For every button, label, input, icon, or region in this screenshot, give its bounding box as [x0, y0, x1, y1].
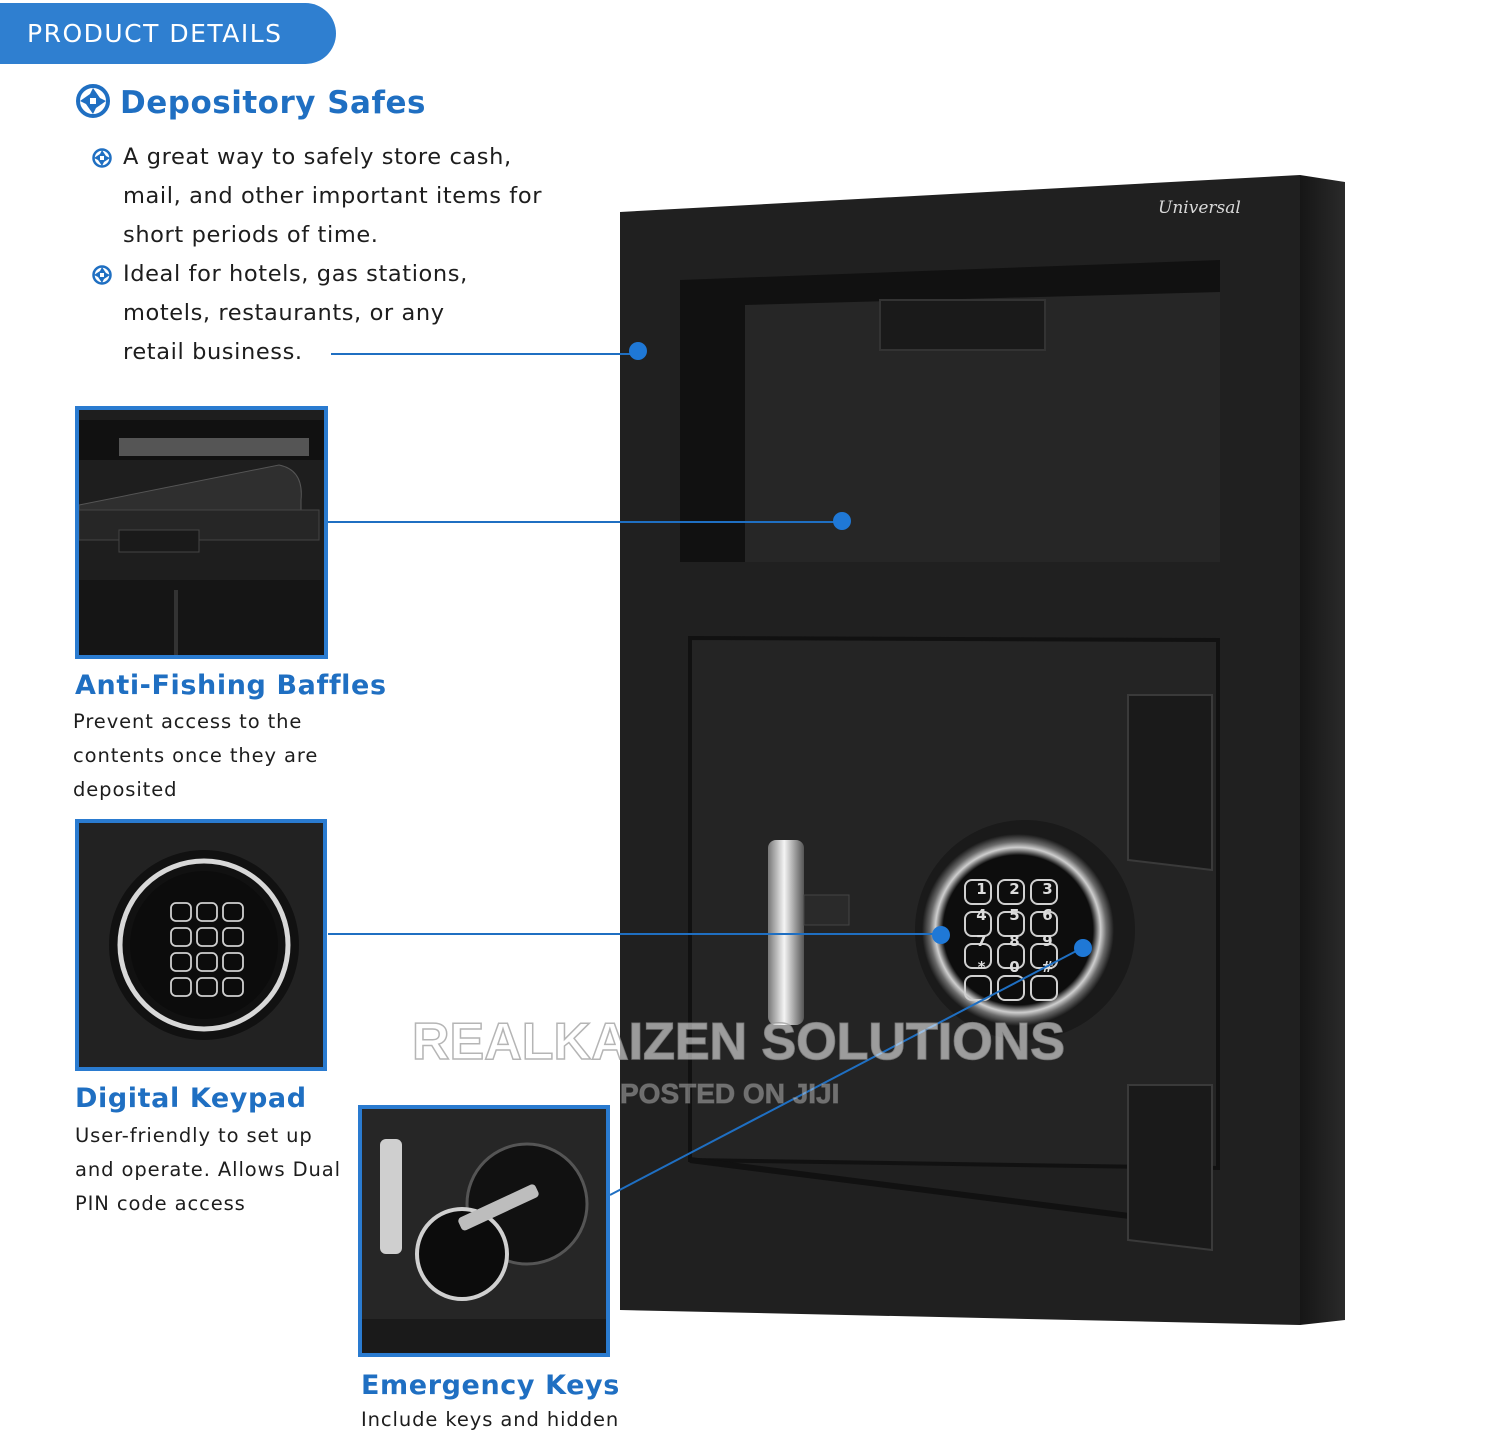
watermark-secondary: POSTED ON JIJI: [619, 1078, 840, 1110]
feature-title: Emergency Keys: [361, 1370, 620, 1401]
keypad-key: 3: [1042, 880, 1053, 898]
aperture-icon: [76, 84, 110, 118]
keypad-key: 2: [1009, 880, 1020, 898]
brand-logo: Universal: [1158, 198, 1241, 218]
feature-title: Anti-Fishing Baffles: [75, 670, 387, 701]
section-title: Depository Safes: [76, 84, 426, 121]
keypad-key: 7: [976, 932, 987, 950]
feature-description: Include keys and hidden: [361, 1408, 620, 1431]
callout-line: [331, 353, 631, 355]
depository-safe-image: [620, 175, 1345, 1325]
callout-line-diagonal: [609, 947, 1083, 1196]
aperture-icon: [92, 148, 112, 168]
keypad-key: 6: [1042, 906, 1053, 924]
keypad-key: *: [977, 958, 986, 976]
feature-title: Digital Keypad: [75, 1083, 307, 1114]
callout-line: [328, 933, 938, 935]
aperture-icon: [92, 265, 112, 285]
bullet-text: A great way to safely store cash, mail, …: [123, 144, 543, 248]
keypad-key: 4: [976, 906, 987, 924]
baffles-illustration: [79, 410, 324, 655]
bullet-text: Ideal for hotels, gas stations, motels, …: [123, 261, 468, 365]
emergency-keys-image: [358, 1105, 610, 1357]
callout-line: [328, 521, 838, 523]
keypad-key: 8: [1009, 932, 1020, 950]
keypad-illustration: [79, 823, 323, 1067]
section-title-text: Depository Safes: [120, 85, 426, 121]
callout-dot: [629, 342, 647, 360]
callout-dot: [1074, 939, 1092, 957]
callout-dot: [833, 512, 851, 530]
baffles-image: [75, 406, 328, 659]
feature-description: User-friendly to set up and operate. All…: [75, 1124, 341, 1215]
keypad-key: 9: [1042, 932, 1053, 950]
keypad-labels: 1 2 3 4 5 6 7 8 9 * 0 #: [965, 880, 1061, 976]
feature-description: Prevent access to the contents once they…: [73, 710, 319, 801]
callout-dot: [932, 926, 950, 944]
keypad-key: 1: [976, 880, 987, 898]
emergency-keys-illustration: [362, 1109, 606, 1353]
keypad-key: 5: [1009, 906, 1020, 924]
bullet-item: Ideal for hotels, gas stations, motels, …: [92, 255, 503, 372]
keypad-key: 0: [1009, 958, 1020, 976]
keypad-image: [75, 819, 327, 1071]
watermark-primary: REALKAIZEN SOLUTIONS: [411, 1012, 1065, 1072]
product-details-tab: PRODUCT DETAILS: [0, 3, 336, 64]
bullet-item: A great way to safely store cash, mail, …: [92, 138, 553, 255]
